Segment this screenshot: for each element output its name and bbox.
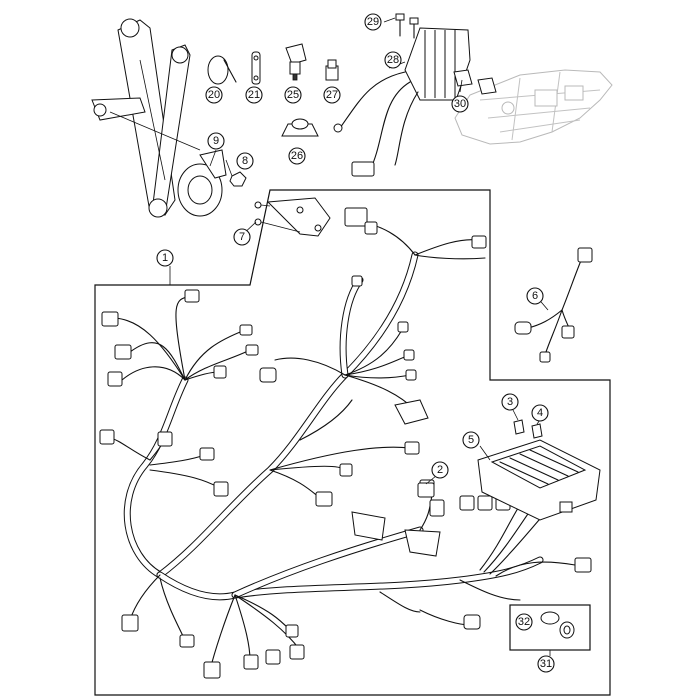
callout-7: 7 <box>233 228 251 246</box>
harness-connectors <box>99 207 592 679</box>
callout-1: 1 <box>156 249 174 267</box>
regulator-bolts <box>395 13 419 39</box>
main-wiring-harness <box>109 221 576 671</box>
svg-text:20: 20 <box>208 89 220 101</box>
callout-6: 6 <box>526 287 544 305</box>
svg-text:29: 29 <box>367 16 379 28</box>
relay-clips <box>453 69 497 95</box>
svg-text:21: 21 <box>248 89 260 101</box>
svg-text:1: 1 <box>162 252 168 264</box>
connector-housing <box>285 43 307 81</box>
sub-harness <box>514 247 593 363</box>
svg-text:3: 3 <box>507 396 513 408</box>
svg-text:9: 9 <box>213 135 219 147</box>
svg-text:6: 6 <box>532 290 538 302</box>
connector-bracket <box>254 197 331 237</box>
callout-5: 5 <box>462 431 480 449</box>
svg-text:7: 7 <box>239 231 245 243</box>
terminal-clip <box>325 59 339 81</box>
control-unit <box>477 439 601 521</box>
callout-9: 9 <box>207 132 225 150</box>
callout-26: 26 <box>288 147 306 165</box>
callout-31: 31 <box>537 655 555 673</box>
svg-text:8: 8 <box>242 155 248 167</box>
voltage-regulator <box>333 27 471 177</box>
callout-8: 8 <box>236 152 254 170</box>
callout-3: 3 <box>501 393 519 411</box>
callout-29: 29 <box>364 13 382 31</box>
callout-20: 20 <box>205 86 223 104</box>
svg-text:2: 2 <box>437 464 443 476</box>
fuse-clips <box>513 419 543 439</box>
nut <box>229 171 247 187</box>
svg-text:5: 5 <box>468 434 474 446</box>
callout-27: 27 <box>323 86 341 104</box>
svg-text:28: 28 <box>387 54 399 66</box>
callout-28: 28 <box>384 51 402 69</box>
callout-30: 30 <box>451 95 469 113</box>
horn <box>177 149 227 217</box>
callout-2: 2 <box>431 461 449 479</box>
callout-32: 32 <box>515 613 533 631</box>
clip-strip <box>251 51 261 85</box>
callout-4: 4 <box>531 404 549 422</box>
grommet-inset <box>509 604 591 656</box>
svg-text:25: 25 <box>287 89 299 101</box>
svg-text:26: 26 <box>291 150 303 162</box>
plug-connector <box>417 482 435 498</box>
mounting-clip <box>281 118 319 137</box>
callout-25: 25 <box>284 86 302 104</box>
svg-text:31: 31 <box>540 658 552 670</box>
main-harness-frame <box>94 189 611 696</box>
cable-tie <box>207 55 237 85</box>
svg-text:30: 30 <box>454 98 466 110</box>
callout-21: 21 <box>245 86 263 104</box>
horn-bracket-assembly <box>91 18 201 218</box>
svg-text:27: 27 <box>326 89 338 101</box>
svg-text:4: 4 <box>537 407 543 419</box>
svg-text:32: 32 <box>518 616 530 628</box>
